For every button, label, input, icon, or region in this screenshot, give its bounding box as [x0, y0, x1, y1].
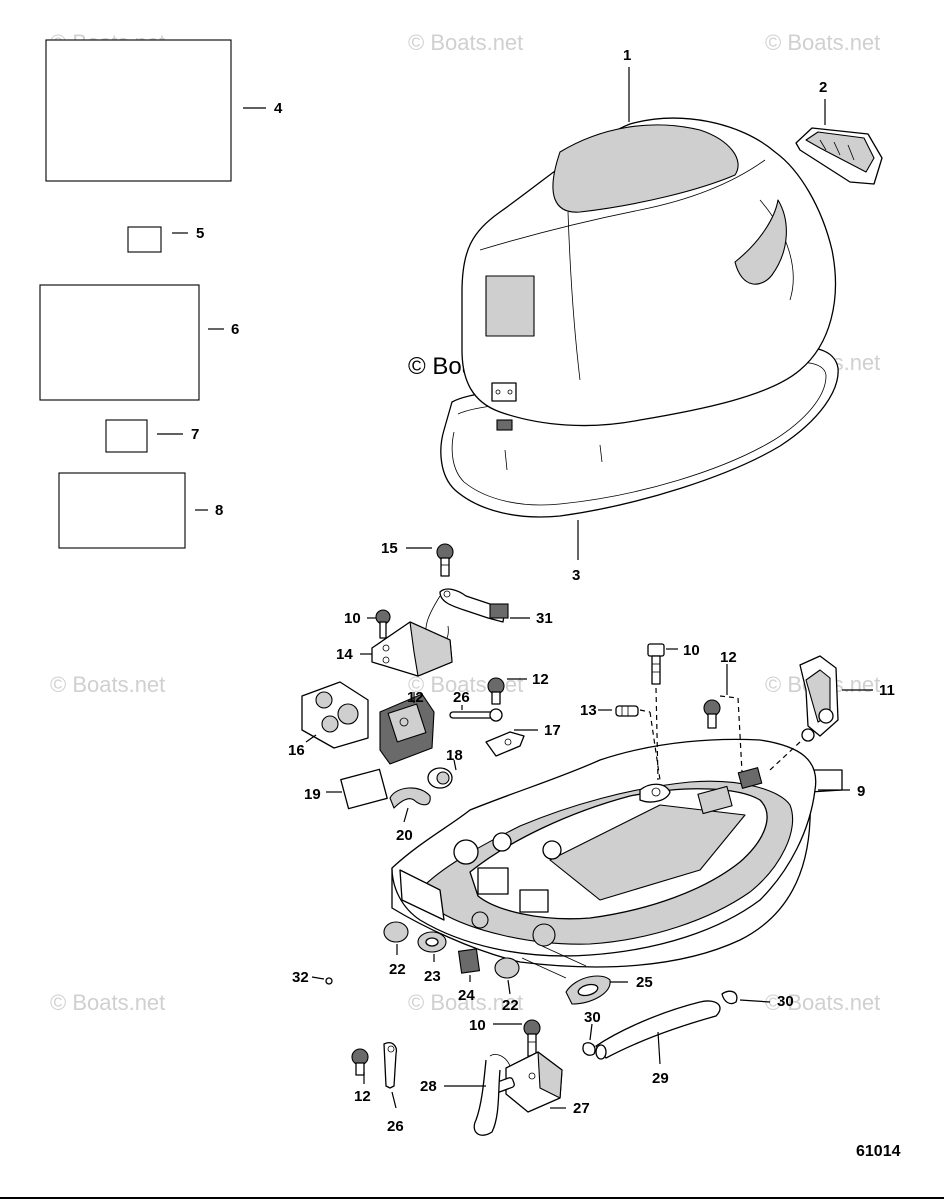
decal-8	[58, 472, 186, 549]
pin-32	[325, 977, 333, 985]
decals: 4 5 6 7 8	[39, 39, 283, 549]
pad-20	[340, 768, 388, 810]
cowl-window	[485, 275, 535, 337]
clamp-30-right	[721, 990, 738, 1005]
callout-4: 4	[274, 100, 283, 117]
callout-10: 10	[683, 642, 700, 659]
bottom-cowl	[391, 738, 843, 968]
grommet-23	[417, 931, 447, 953]
link-26-lower	[383, 1042, 398, 1089]
plug-19	[427, 767, 453, 789]
callout-8: 8	[215, 502, 223, 519]
screw-12-center	[487, 677, 505, 705]
cowl-latch	[491, 382, 517, 402]
callout-30-left: 30	[584, 1009, 601, 1026]
callout-13: 13	[580, 702, 597, 719]
screw-12-lower	[351, 1048, 369, 1076]
plug-22-right	[494, 957, 520, 979]
watermark: © Boats.net	[408, 990, 523, 1015]
stop-switch-lever	[425, 588, 509, 646]
callout-31: 31	[536, 610, 553, 627]
callout-23: 23	[424, 968, 441, 985]
callout-20: 19	[304, 786, 321, 803]
bolt-10-right	[647, 643, 665, 685]
callout-15: 15	[381, 540, 398, 557]
decal-5	[127, 226, 162, 253]
hose-29	[595, 1000, 721, 1060]
top-cowl-assembly	[440, 117, 839, 518]
callout-10-left: 10	[344, 610, 361, 627]
callout-2: 2	[819, 79, 827, 96]
callout-11: 11	[879, 682, 895, 699]
callout-27: 27	[573, 1100, 590, 1117]
decal-6	[39, 284, 200, 401]
callout-18: 17	[544, 722, 561, 739]
bracket-14	[371, 621, 453, 677]
cowl-tab	[496, 419, 513, 431]
callout-29: 29	[652, 1070, 669, 1087]
callout-32: 32	[292, 969, 309, 986]
screw-10-left	[375, 609, 391, 639]
callout-25: 25	[636, 974, 653, 991]
callout-24: 24	[458, 987, 475, 1004]
callout-21: 20	[396, 827, 413, 844]
diagram-number: 61014	[856, 1143, 901, 1160]
callout-12-center: 12	[532, 671, 549, 688]
callout-6: 6	[231, 321, 239, 338]
decal-4	[45, 39, 232, 182]
callout-14: 14	[336, 646, 353, 663]
callout-26-lower: 26	[387, 1118, 404, 1135]
callout-17: 16	[288, 742, 305, 759]
fitting-13	[615, 705, 639, 717]
callout-28: 28	[420, 1078, 437, 1095]
callout-10-lower: 10	[469, 1017, 486, 1034]
watermark: © Boats.net	[765, 30, 880, 55]
watermark: © Boats.net	[50, 990, 165, 1015]
callout-30-right: 30	[777, 993, 794, 1010]
clamp-30-left	[582, 1042, 596, 1056]
rear-handle	[795, 127, 883, 185]
callout-3: 3	[572, 567, 580, 584]
screw-15	[436, 543, 454, 577]
watermark: © Boats.net	[408, 30, 523, 55]
callout-22-left: 22	[389, 961, 406, 978]
callout-9: 9	[857, 783, 865, 800]
block-24	[457, 948, 481, 974]
callout-16: 12	[407, 689, 424, 706]
screw-12-right	[703, 699, 721, 729]
callout-1: 1	[623, 47, 631, 64]
grommet-17	[301, 681, 369, 749]
bolt-10-lower	[523, 1019, 541, 1057]
plug-22-left	[383, 921, 409, 943]
gasket-21	[389, 787, 431, 809]
callout-26-top: 26	[453, 689, 470, 706]
callout-5: 5	[196, 225, 204, 242]
callout-22-right: 22	[502, 997, 519, 1014]
bracket-28	[473, 1054, 511, 1136]
watermark: © Boats.net	[50, 672, 165, 697]
decal-7	[105, 419, 148, 453]
callout-19: 18	[446, 747, 463, 764]
callout-12: 12	[720, 649, 737, 666]
callout-12-lower: 12	[354, 1088, 371, 1105]
watermark: © Boats.net	[765, 990, 880, 1015]
seal-25	[565, 975, 611, 1005]
clip-18	[485, 731, 525, 757]
switch-16	[379, 693, 435, 765]
link-26	[449, 708, 503, 722]
callout-7: 7	[191, 426, 199, 443]
bracket-11	[799, 655, 839, 742]
fuel-connector-27	[493, 1051, 563, 1113]
